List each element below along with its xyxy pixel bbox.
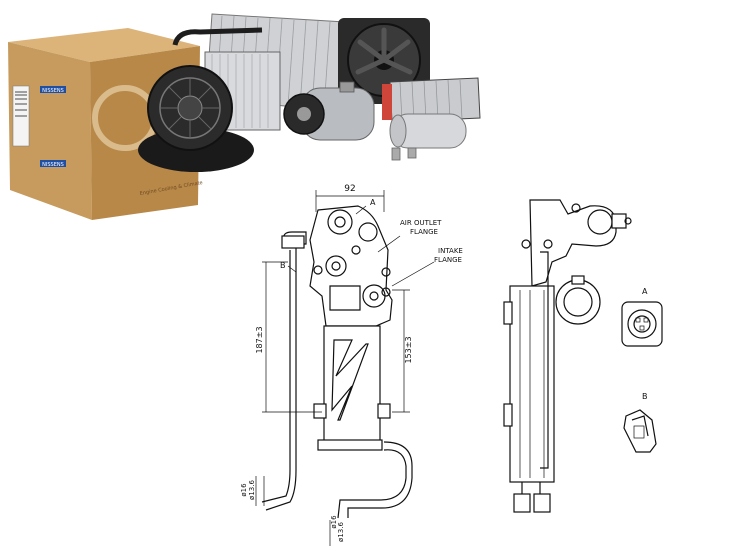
callout-air-outlet: AIR OUTLET FLANGE xyxy=(377,219,442,253)
detail-b-label: B xyxy=(642,392,648,401)
pipe-dims-left: ø13.6 ø16 xyxy=(240,476,265,506)
heater-core xyxy=(382,77,481,123)
front-view xyxy=(261,205,413,519)
box-brand-top: NISSENS xyxy=(42,88,64,94)
intake-line-1: INTAKE xyxy=(438,247,463,255)
callout-intake: INTAKE FLANGE xyxy=(391,247,463,287)
box-brand-bottom: NISSENS xyxy=(42,162,64,168)
view-b-mark: B xyxy=(280,261,286,270)
view-a-mark: A xyxy=(370,198,376,207)
height-right-label: 153±3 xyxy=(404,336,413,363)
width-dimension: 92 xyxy=(315,184,385,212)
pipe-left-dim-1: ø13.6 xyxy=(248,480,256,500)
detail-b: B xyxy=(623,392,657,453)
pipe-left-dim-2: ø16 xyxy=(240,483,248,497)
pipe-bottom-dim-2: ø13.6 xyxy=(337,522,345,542)
product-photo: NISSENS NISSENS Engine Cooling & Climate xyxy=(8,13,481,220)
brand-badge-bottom xyxy=(40,160,66,167)
air-outlet-line-2: FLANGE xyxy=(410,228,438,236)
brand-badge xyxy=(40,86,66,93)
receiver-drier xyxy=(389,113,467,161)
intake-line-2: FLANGE xyxy=(434,256,462,264)
blower-motor xyxy=(138,65,254,172)
width-label: 92 xyxy=(344,184,355,194)
height-dimensions: 187±3 153±3 xyxy=(255,261,413,413)
pipe-bottom-dim-1: ø16 xyxy=(330,515,338,529)
side-view xyxy=(503,199,632,513)
detail-a: A xyxy=(621,287,663,347)
ac-compressor xyxy=(283,81,375,141)
pipe-dims-bottom: ø16 ø13.6 xyxy=(329,515,345,546)
air-outlet-line-1: AIR OUTLET xyxy=(400,219,442,227)
detail-a-label: A xyxy=(642,287,648,296)
technical-drawing: 92 xyxy=(240,184,663,546)
view-marks: A B xyxy=(280,198,376,273)
height-left-label: 187±3 xyxy=(255,326,264,353)
